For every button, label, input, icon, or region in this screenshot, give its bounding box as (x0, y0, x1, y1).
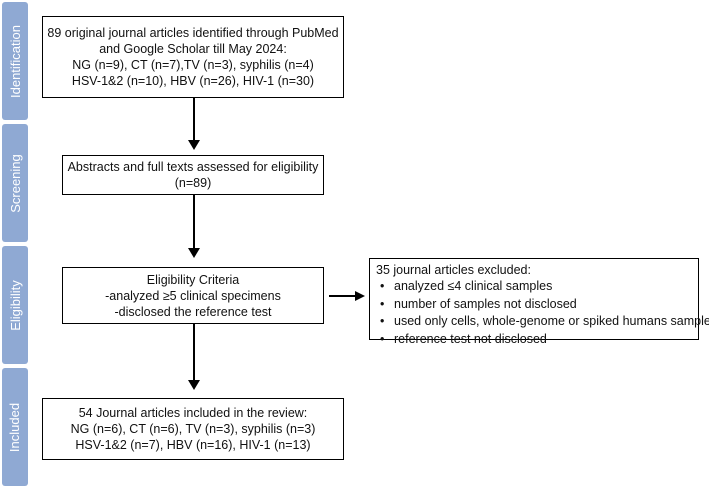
included-line: HSV-1&2 (n=7), HBV (n=16), HIV-1 (n=13) (75, 438, 311, 452)
excluded-list: analyzed ≤4 clinical samples number of s… (376, 278, 709, 349)
phase-identification: Identification (2, 2, 28, 120)
identification-box: 89 original journal articles identified … (42, 16, 344, 98)
identification-line: HSV-1&2 (n=10), HBV (n=26), HIV-1 (n=30) (71, 74, 315, 88)
identification-line: NG (n=9), CT (n=7),TV (n=3), syphilis (n… (72, 58, 314, 72)
eligibility-box: Eligibility Criteria -analyzed ≥5 clinic… (62, 267, 324, 324)
phase-included-label: Included (7, 402, 23, 452)
excluded-item: used only cells, whole-genome or spiked … (376, 313, 709, 331)
eligibility-line: -analyzed ≥5 clinical specimens (105, 288, 281, 303)
flow-arrow-head (188, 380, 200, 390)
flow-arrow-head (188, 248, 200, 258)
exclusion-arrow-line (329, 295, 357, 297)
included-line: 54 Journal articles included in the revi… (78, 406, 308, 420)
phase-screening-label: Screening (7, 153, 23, 213)
eligibility-line: -disclosed the reference test (114, 304, 272, 319)
flow-arrow-line (193, 98, 195, 142)
screening-line: Abstracts and full texts assessed for el… (67, 160, 319, 174)
exclusion-arrow-head (355, 291, 365, 301)
phase-screening: Screening (2, 124, 28, 242)
screening-line: (n=89) (174, 176, 212, 190)
flow-arrow-line (193, 324, 195, 382)
excluded-box: 35 journal articles excluded: analyzed ≤… (369, 258, 709, 348)
included-box: 54 Journal articles included in the revi… (42, 398, 344, 460)
phase-eligibility: Eligibility (2, 246, 28, 364)
eligibility-line: Eligibility Criteria (146, 272, 240, 287)
identification-line: and Google Scholar till May 2024: (99, 42, 287, 56)
included-line: NG (n=6), CT (n=6), TV (n=3), syphilis (… (70, 422, 316, 436)
flow-arrow-head (188, 140, 200, 150)
excluded-title: 35 journal articles excluded: (376, 263, 531, 277)
excluded-item: number of samples not disclosed (376, 296, 692, 314)
identification-line: 89 original journal articles identified … (47, 26, 339, 40)
phase-included: Included (2, 368, 28, 486)
phase-eligibility-label: Eligibility (7, 279, 23, 331)
phase-identification-label: Identification (7, 24, 23, 98)
flow-arrow-line (193, 195, 195, 250)
screening-box: Abstracts and full texts assessed for el… (62, 155, 324, 195)
excluded-item: analyzed ≤4 clinical samples (376, 278, 692, 296)
excluded-item: reference test not disclosed (376, 331, 692, 349)
